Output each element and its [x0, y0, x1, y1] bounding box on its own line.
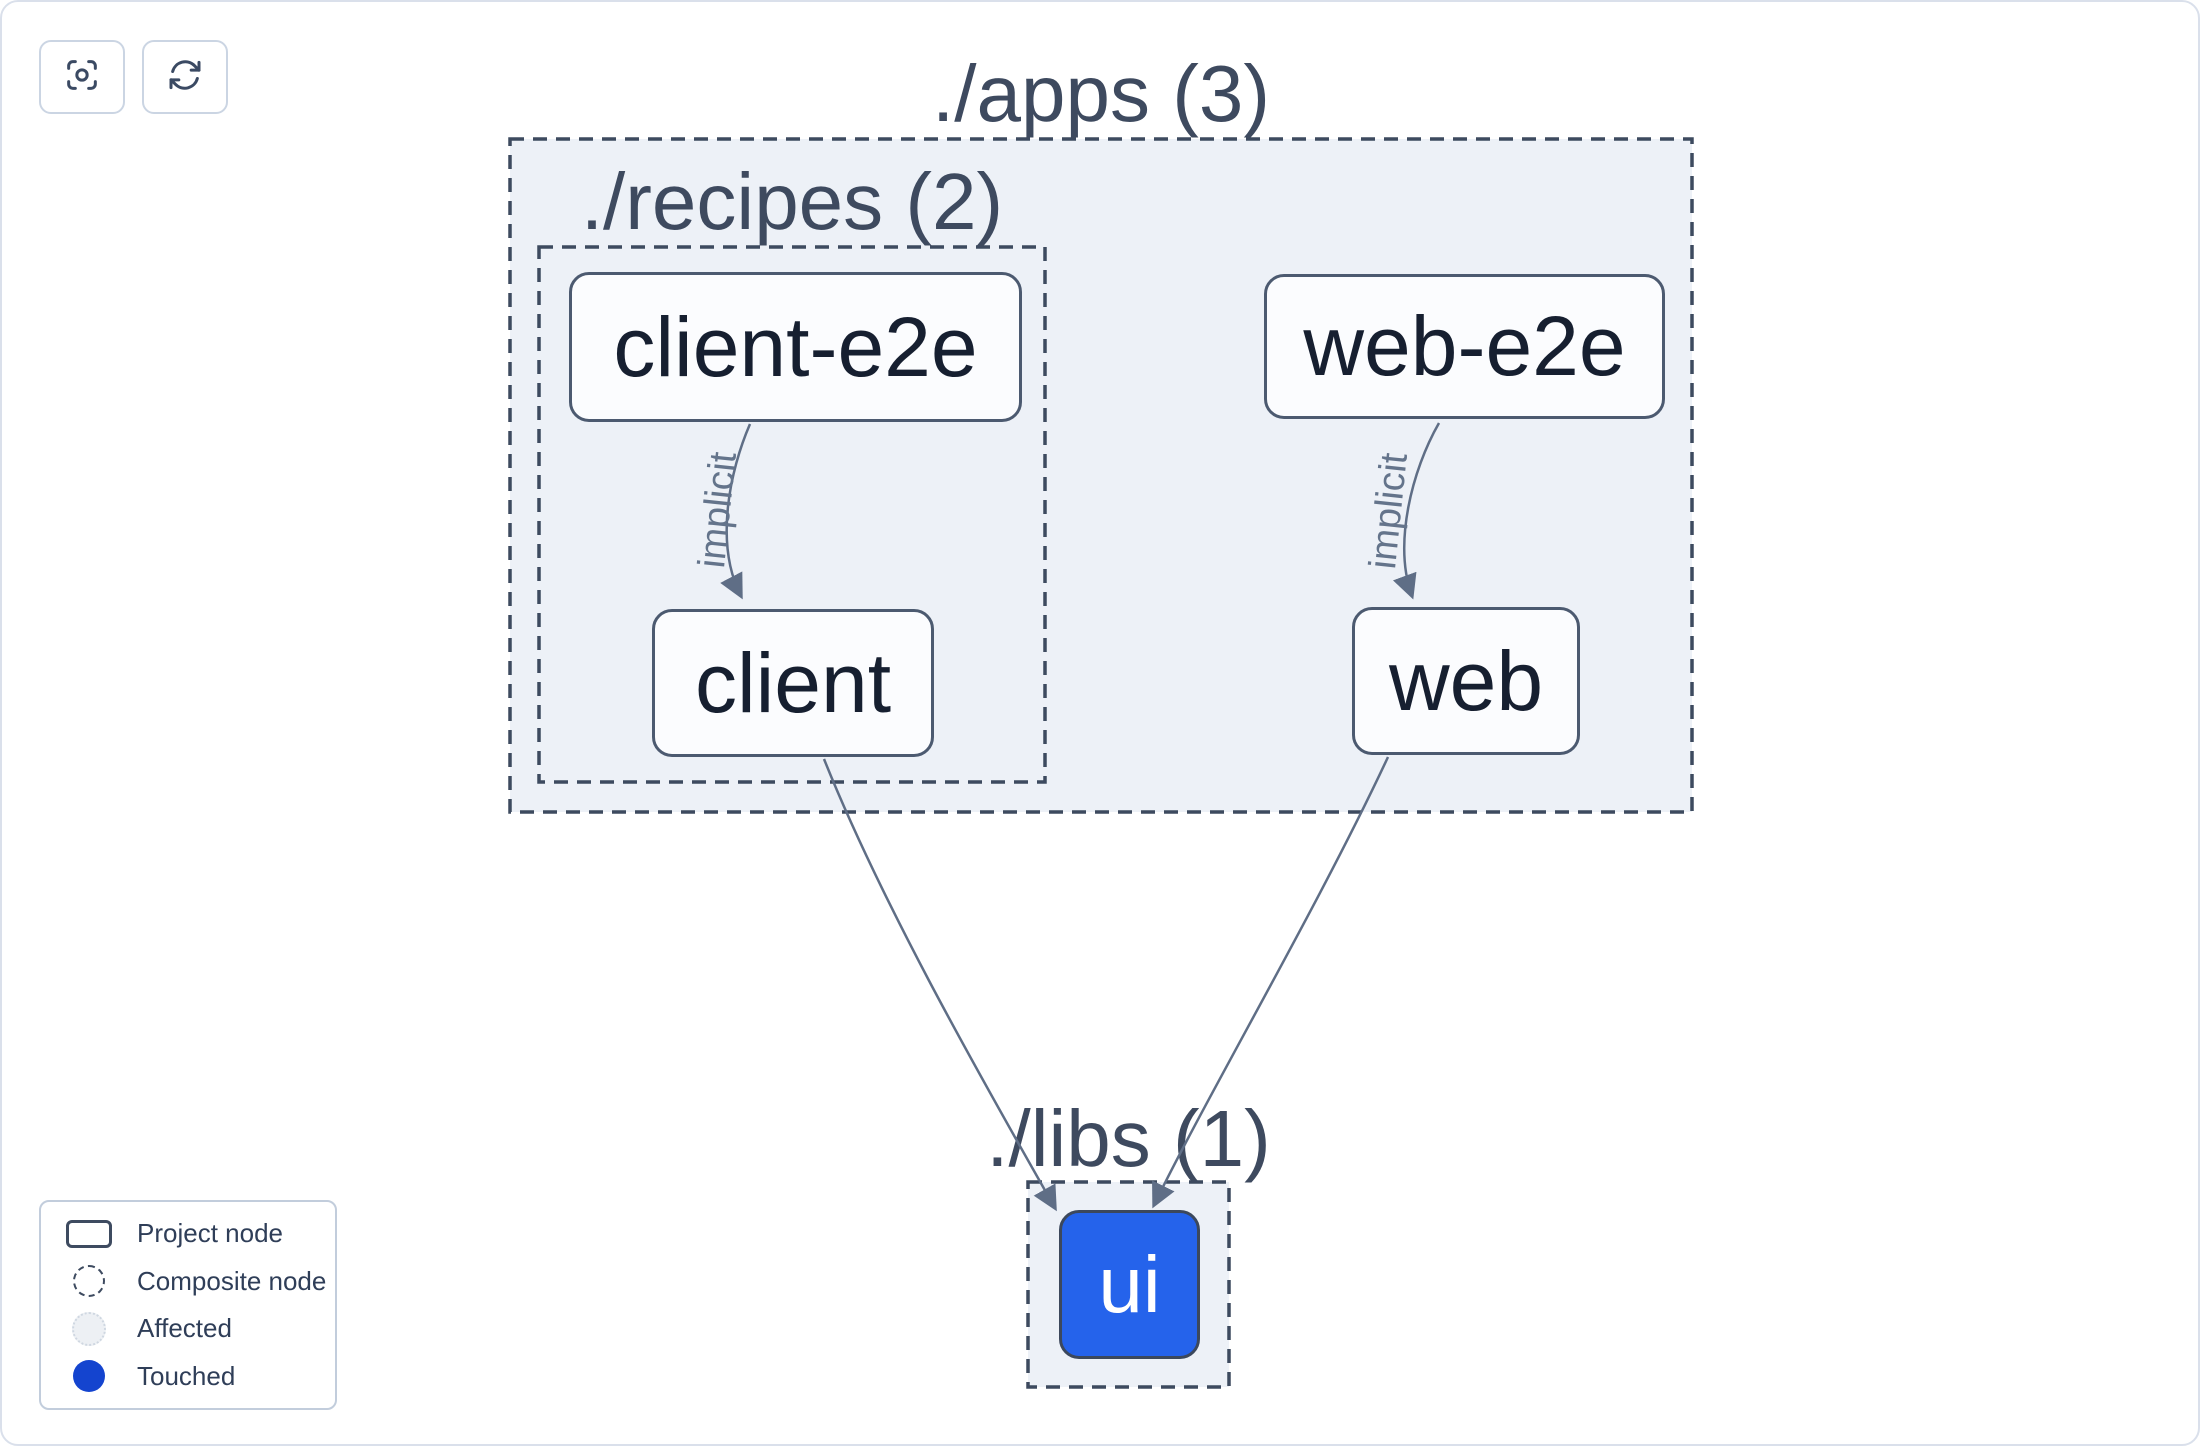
legend-label: Touched — [137, 1360, 236, 1391]
legend-item-project-node: Project node — [41, 1210, 335, 1258]
touched-swatch-icon — [73, 1360, 105, 1393]
node-web-e2e[interactable]: web-e2e — [1264, 274, 1665, 419]
node-client[interactable]: client — [652, 609, 934, 757]
legend-label: Composite node — [137, 1265, 327, 1296]
node-ui-touched[interactable]: ui — [1059, 1210, 1200, 1359]
graph-toolbar — [39, 40, 228, 114]
group-label-recipes[interactable]: ./recipes (2) — [580, 157, 1004, 246]
affected-swatch-icon — [72, 1311, 106, 1346]
group-label-apps[interactable]: ./apps (3) — [932, 49, 1270, 138]
refresh-graph-button[interactable] — [142, 40, 228, 114]
legend-item-touched: Touched — [41, 1353, 335, 1401]
project-node-swatch-icon — [66, 1219, 112, 1248]
legend-item-composite-node: Composite node — [41, 1258, 335, 1306]
legend-label: Affected — [137, 1313, 232, 1344]
legend-label: Project node — [137, 1218, 283, 1249]
node-web[interactable]: web — [1352, 607, 1580, 755]
graph-legend: Project node Composite node Affected Tou… — [39, 1200, 337, 1410]
focus-icon — [62, 55, 102, 100]
node-client-e2e[interactable]: client-e2e — [569, 272, 1022, 422]
center-graph-button[interactable] — [39, 40, 125, 114]
composite-node-swatch-icon — [73, 1265, 105, 1298]
refresh-icon — [165, 55, 205, 100]
edge-label-implicit-right: implicit — [1362, 451, 1416, 571]
edge-client-e2e-to-client — [720, 423, 752, 600]
edge-web-e2e-to-web — [1392, 422, 1441, 600]
edge-label-implicit-left: implicit — [691, 450, 745, 570]
legend-item-affected: Affected — [41, 1305, 335, 1353]
group-label-libs[interactable]: ./libs (1) — [986, 1094, 1271, 1183]
